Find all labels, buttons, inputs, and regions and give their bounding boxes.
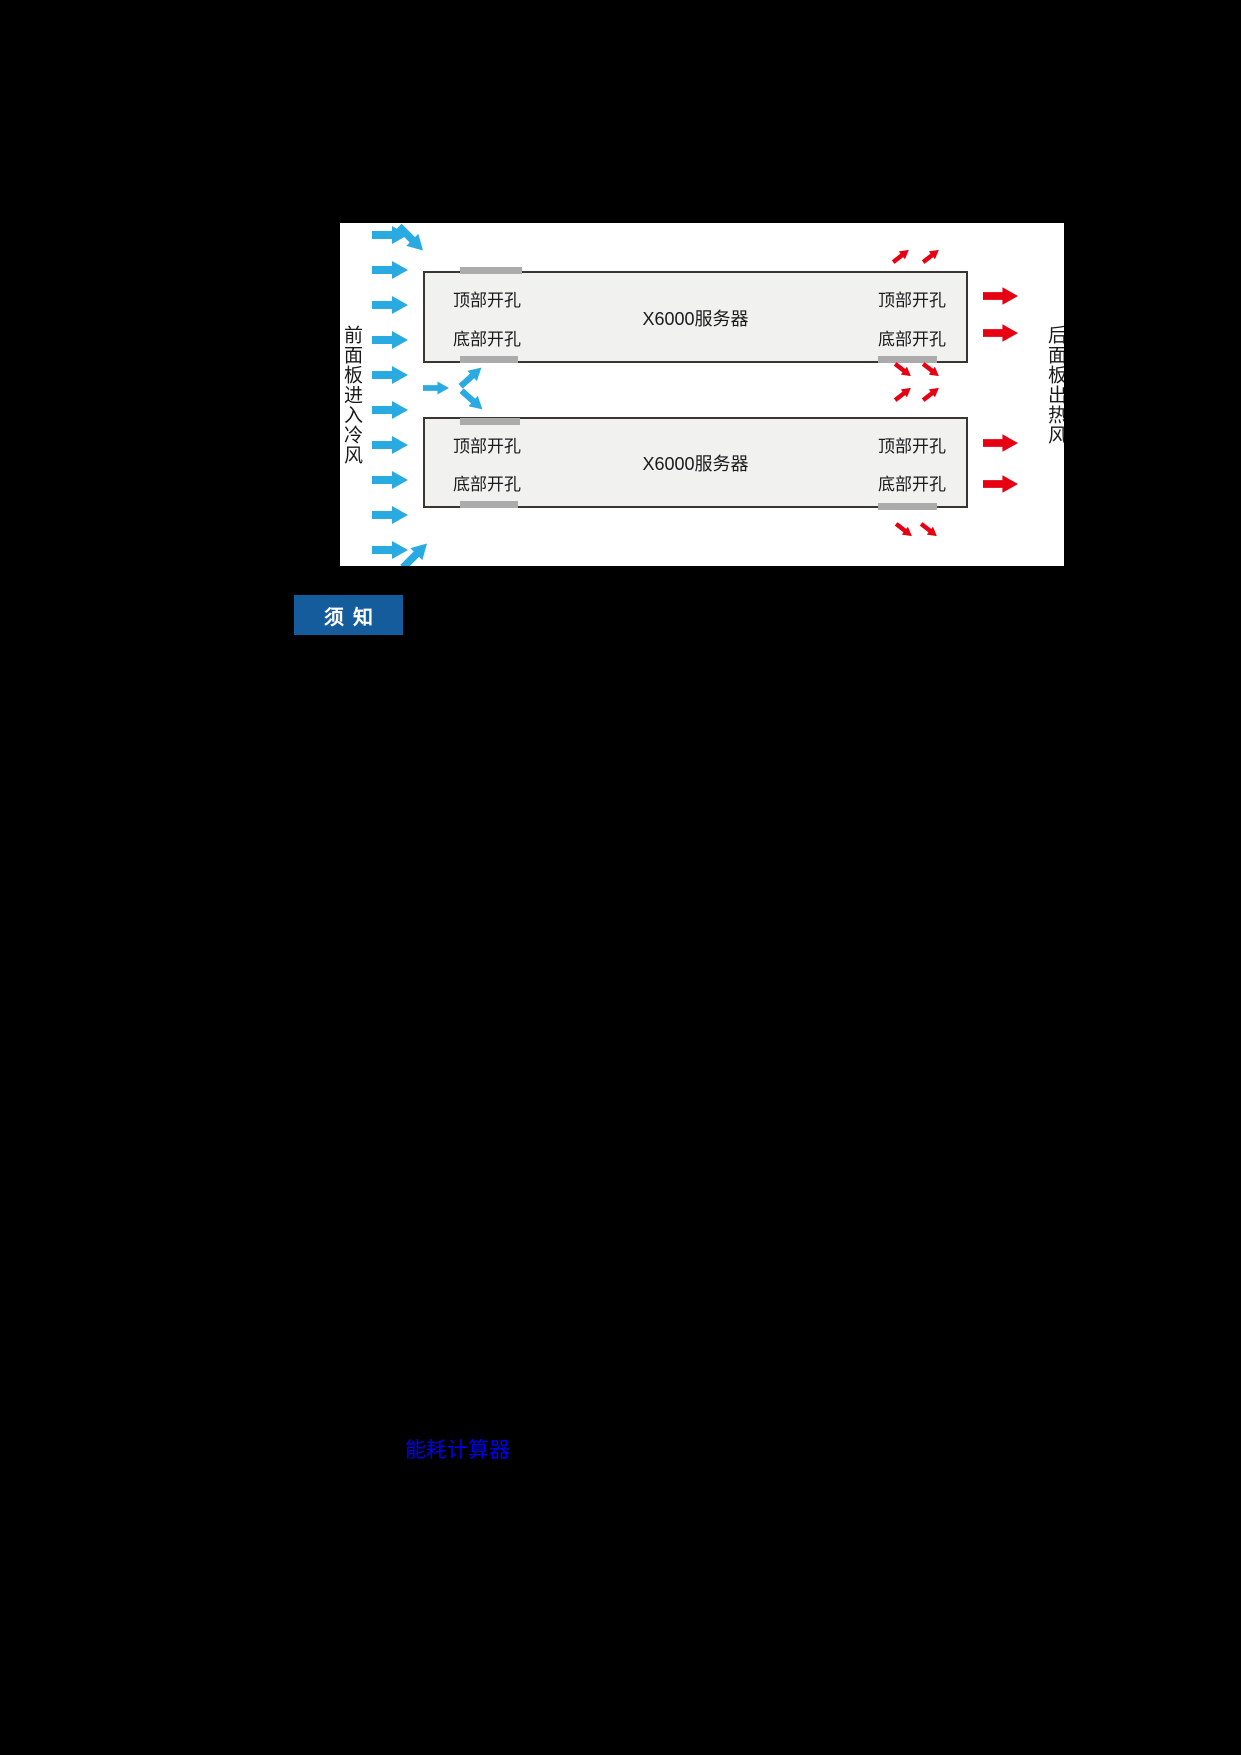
airflow-diagram: 前面板进入冷风 后面板出热风 顶部开孔 顶部开孔 X6000服务器 底部开孔 底… — [340, 223, 1064, 566]
server-box-1: 顶部开孔 顶部开孔 X6000服务器 底部开孔 底部开孔 — [423, 271, 968, 363]
vent-label-bottom-right: 底部开孔 — [878, 475, 946, 494]
server-box-2: 顶部开孔 顶部开孔 X6000服务器 底部开孔 底部开孔 — [423, 417, 968, 508]
vent-label-top-right: 顶部开孔 — [878, 437, 946, 456]
front-panel-cold-air-caption: 前面板进入冷风 — [341, 325, 362, 465]
vent-label-top-right: 顶部开孔 — [878, 291, 946, 310]
vent-label-bottom-right: 底部开孔 — [878, 330, 946, 349]
hot-air-arrow-icon — [983, 287, 1018, 305]
cold-air-arrow-icon — [423, 381, 449, 395]
cold-air-arrow-icon — [372, 436, 408, 454]
notice-badge: 须知 — [294, 595, 403, 635]
server-title: X6000服务器 — [642, 454, 749, 474]
hot-air-diagonal-down-arrow-icon — [918, 519, 940, 541]
vent-label-top-left: 顶部开孔 — [453, 437, 521, 456]
hot-air-diagonal-up-arrow-icon — [890, 245, 912, 267]
vent-bar-icon — [460, 356, 518, 363]
cold-air-diagonal-up-arrow-icon — [455, 362, 487, 392]
cold-air-diagonal-down-arrow-icon — [456, 385, 488, 415]
cold-air-arrow-icon — [372, 296, 408, 314]
hot-air-diagonal-down-arrow-icon — [893, 519, 915, 541]
rear-panel-hot-air-caption: 后面板出热风 — [1045, 325, 1064, 445]
hot-air-diagonal-up-arrow-icon — [892, 383, 914, 405]
cold-air-arrow-icon — [372, 471, 408, 489]
cold-air-arrow-icon — [372, 506, 408, 524]
power-calculator-link[interactable]: 能耗计算器 — [405, 1438, 510, 1462]
vent-bar-icon — [460, 501, 518, 508]
vent-bar-icon — [878, 503, 937, 510]
hot-air-arrow-icon — [983, 434, 1018, 452]
vent-bar-icon — [460, 418, 520, 425]
hot-air-arrow-icon — [983, 475, 1018, 493]
cold-air-arrow-icon — [372, 331, 408, 349]
vent-bar-icon — [460, 267, 522, 274]
cold-air-arrow-icon — [372, 366, 408, 384]
cold-air-arrow-icon — [372, 401, 408, 419]
cold-air-arrow-icon — [372, 261, 408, 279]
hot-air-arrow-icon — [983, 324, 1018, 342]
vent-label-bottom-left: 底部开孔 — [453, 330, 521, 349]
hot-air-diagonal-up-arrow-icon — [920, 383, 942, 405]
vent-label-top-left: 顶部开孔 — [453, 291, 521, 310]
vent-bar-icon — [878, 356, 937, 363]
vent-label-bottom-left: 底部开孔 — [453, 475, 521, 494]
server-title: X6000服务器 — [642, 309, 749, 329]
hot-air-diagonal-up-arrow-icon — [920, 245, 942, 267]
